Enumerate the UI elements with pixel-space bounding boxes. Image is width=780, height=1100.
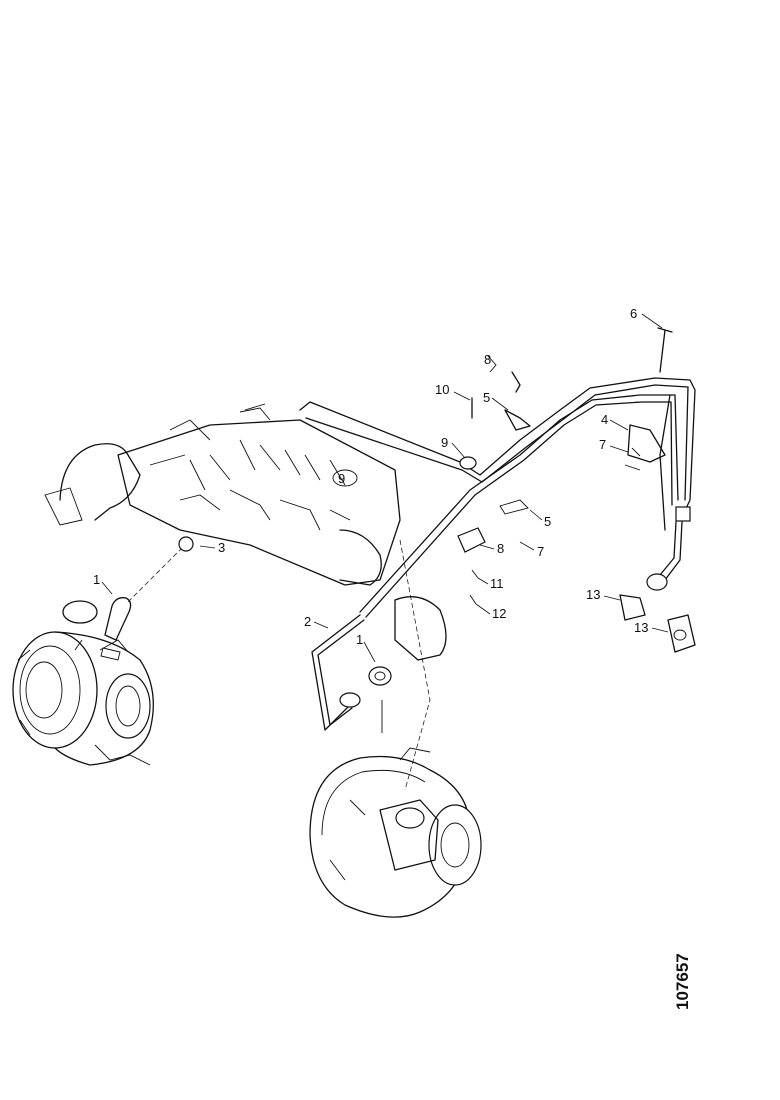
callout-7-middle: 7: [537, 544, 544, 559]
callout-10: 10: [435, 382, 449, 397]
callouts: 1 1 2 3 4 5 5 6 7 7 8 8 9 9 10 11 12 13: [93, 306, 669, 663]
turbocharger-left: [12, 631, 154, 766]
callout-9-left: 9: [338, 471, 345, 486]
clamp-upper: [487, 355, 531, 431]
fitting-right: [368, 666, 392, 733]
callout-8-upper: 8: [484, 352, 491, 367]
callout-11: 11: [490, 576, 504, 591]
clamp-middle: [457, 499, 529, 605]
intake-elbow: [394, 596, 447, 661]
document-number: 107657: [673, 953, 692, 1010]
callout-13-left: 13: [586, 587, 600, 602]
callout-7-right: 7: [599, 437, 606, 452]
exhaust-manifold: [44, 407, 401, 586]
callout-3: 3: [218, 540, 225, 555]
callout-5-upper: 5: [483, 390, 490, 405]
callout-2: 2: [304, 614, 311, 629]
callout-13-right: 13: [634, 620, 648, 635]
bracket-4: [624, 424, 666, 471]
pipe-joint: [459, 456, 477, 470]
callout-4: 4: [601, 412, 608, 427]
callout-1-right: 1: [356, 632, 363, 647]
callout-1-left: 1: [93, 572, 100, 587]
callout-6: 6: [630, 306, 637, 321]
elbow-fitting-left: [100, 597, 132, 661]
turbocharger-right: [309, 747, 482, 918]
oil-pipe-9: [299, 377, 696, 618]
callout-9-upper: 9: [441, 435, 448, 450]
callout-12: 12: [492, 606, 506, 621]
clamp-13: [619, 594, 696, 653]
callout-8-middle: 8: [497, 541, 504, 556]
o-ring: [62, 600, 98, 624]
callout-5-lower: 5: [544, 514, 551, 529]
oil-pipe-2: [311, 614, 365, 731]
bolt-6: [657, 327, 673, 373]
gasket-3: [178, 536, 194, 552]
